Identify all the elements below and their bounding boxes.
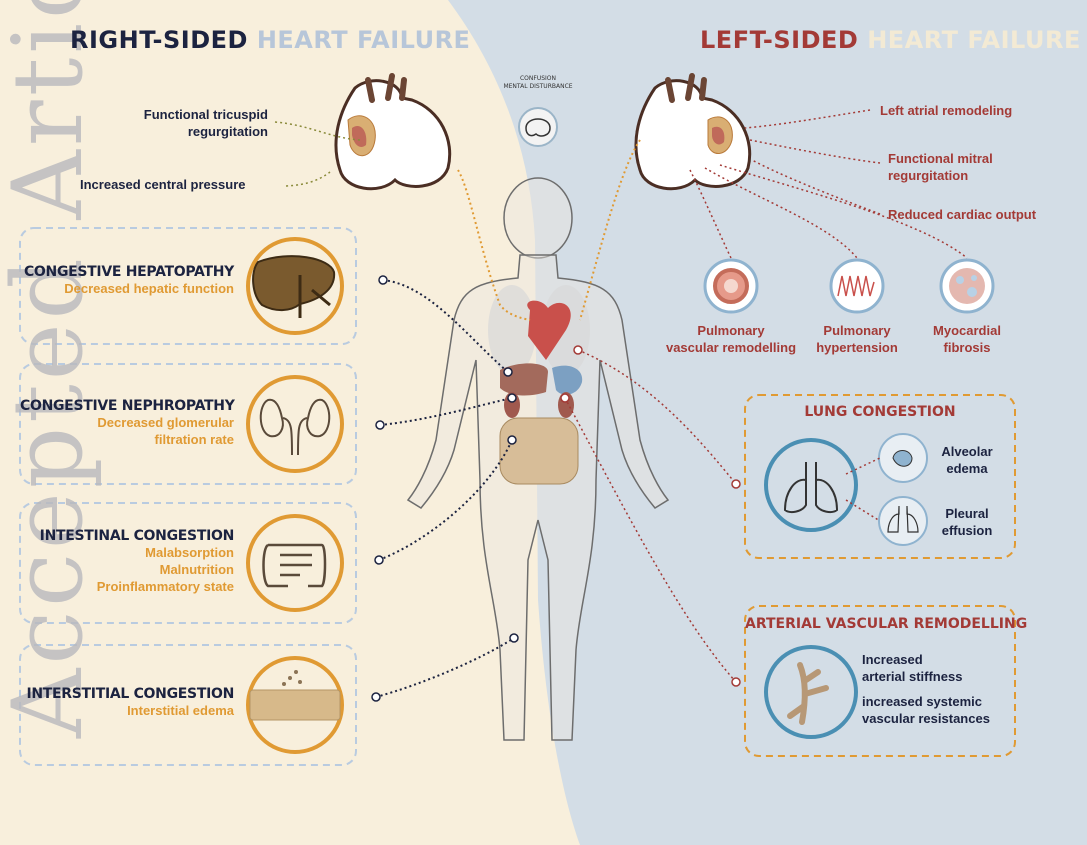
pulmonary-hypertension-circle xyxy=(829,258,885,314)
brain-label-line1: CONFUSION xyxy=(519,75,557,82)
pleural-label: Pleural effusion xyxy=(932,505,1002,539)
left-sided-title: LEFT-SIDED HEART FAILURE xyxy=(700,26,1081,54)
interstitial-section: INTERSTITIAL CONGESTION Interstitial ede… xyxy=(20,686,234,719)
mitral-label: Functional mitral regurgitation xyxy=(888,150,993,184)
interstitial-title: INTERSTITIAL CONGESTION xyxy=(26,686,234,702)
myocardial-fibrosis-label: Myocardial fibrosis xyxy=(920,322,1014,356)
alveolar-line2: edema xyxy=(946,461,988,476)
arterial-title: ARTERIAL VASCULAR REMODELLING xyxy=(745,616,1028,632)
interstitial-icon xyxy=(249,689,341,721)
arterial-box xyxy=(744,605,1016,757)
intestinal-line1: Malnutrition xyxy=(159,562,234,577)
alveolar-line1: Alveolar xyxy=(941,444,993,459)
arterial-stiffness-label: Increased arterial stiffness xyxy=(862,651,1012,685)
lung-circle xyxy=(764,438,858,532)
alveolar-label: Alveolar edema xyxy=(932,443,1002,477)
interstitial-box xyxy=(19,644,357,766)
human-body xyxy=(406,177,670,741)
intestinal-box xyxy=(19,502,357,624)
circle0-line1: Pulmonary xyxy=(697,323,765,338)
intestinal-title: INTESTINAL CONGESTION xyxy=(39,528,235,544)
left-heart-icon xyxy=(634,73,752,191)
tricuspid-line2: regurgitation xyxy=(187,124,268,139)
brain-label-line2: MENTAL DISTURBANCE xyxy=(503,83,573,90)
right-heart-icon xyxy=(334,73,452,191)
nephropathy-section: CONGESTIVE NEPHROPATHY Decreased glomeru… xyxy=(20,398,235,448)
pulmonary-hypertension-label: Pulmonary hypertension xyxy=(805,322,909,356)
tricuspid-line1: Functional tricuspid xyxy=(143,107,268,122)
nephropathy-box xyxy=(19,363,357,485)
intestinal-section: INTESTINAL CONGESTION Malabsorption Maln… xyxy=(20,528,235,595)
arterial-a1: Increased xyxy=(862,652,923,667)
arterial-b1: increased systemic xyxy=(862,694,982,709)
central-pressure-label: Increased central pressure xyxy=(80,177,246,192)
body-intestines xyxy=(499,417,579,485)
intestine-circle xyxy=(246,514,344,612)
brain-icon xyxy=(525,118,551,137)
left-title-part1: LEFT-SIDED xyxy=(700,26,859,54)
pleural-line1: Pleural xyxy=(945,506,989,521)
hepatopathy-line0: Decreased hepatic function xyxy=(64,281,234,296)
pleural-circle xyxy=(878,496,928,546)
circle1-line2: hypertension xyxy=(816,340,898,355)
hepatopathy-box xyxy=(19,227,357,345)
left-title-part2: HEART FAILURE xyxy=(867,26,1081,54)
hepatopathy-section: CONGESTIVE HEPATOPATHY Decreased hepatic… xyxy=(20,264,234,297)
body-heart xyxy=(527,300,571,360)
nephropathy-line0: Decreased glomerular xyxy=(97,415,234,430)
nephropathy-line1: filtration rate xyxy=(154,432,234,447)
tricuspid-label: Functional tricuspid regurgitation xyxy=(90,106,268,140)
kidney-icon xyxy=(259,398,331,456)
lung-left-organ xyxy=(488,285,536,375)
lungs-icon xyxy=(783,462,839,514)
arterial-b2: vascular resistances xyxy=(862,711,990,726)
intestine-icon xyxy=(262,543,327,588)
circle0-line2: vascular remodelling xyxy=(665,340,797,355)
hepatopathy-title: CONGESTIVE HEPATOPATHY xyxy=(23,264,234,280)
interstitial-line0: Interstitial edema xyxy=(127,703,234,718)
vascular-resistance-label: increased systemic vascular resistances xyxy=(862,693,1012,727)
intestinal-line2: Proinflammatory state xyxy=(96,579,234,594)
right-sided-title: RIGHT-SIDED HEART FAILURE xyxy=(70,26,470,54)
nephropathy-title: CONGESTIVE NEPHROPATHY xyxy=(20,398,235,414)
artery-icon xyxy=(787,662,829,725)
mitral-line1: Functional mitral xyxy=(888,151,993,166)
circle1-line1: Pulmonary xyxy=(823,323,891,338)
circle2-line2: fibrosis xyxy=(943,340,991,355)
mitral-line2: regurgitation xyxy=(888,168,969,183)
lung-congestion-title: LUNG CONGESTION xyxy=(804,404,956,420)
pleural-line2: effusion xyxy=(941,523,993,538)
brain-label: CONFUSION MENTAL DISTURBANCE xyxy=(488,75,588,91)
intestinal-line0: Malabsorption xyxy=(145,545,234,560)
atrial-remodeling-label: Left atrial remodeling xyxy=(880,103,1013,118)
circle2-line1: Myocardial xyxy=(933,323,1001,338)
arterial-a2: arterial stiffness xyxy=(862,669,963,684)
right-title-part1: RIGHT-SIDED xyxy=(70,26,248,54)
body-stomach xyxy=(552,365,583,395)
lung-congestion-box xyxy=(744,394,1016,559)
pulmonary-remodelling-label: Pulmonary vascular remodelling xyxy=(655,322,807,356)
right-title-part2: HEART FAILURE xyxy=(256,26,471,54)
brain-circle xyxy=(518,107,558,147)
cardiac-output-label: Reduced cardiac output xyxy=(888,207,1037,222)
